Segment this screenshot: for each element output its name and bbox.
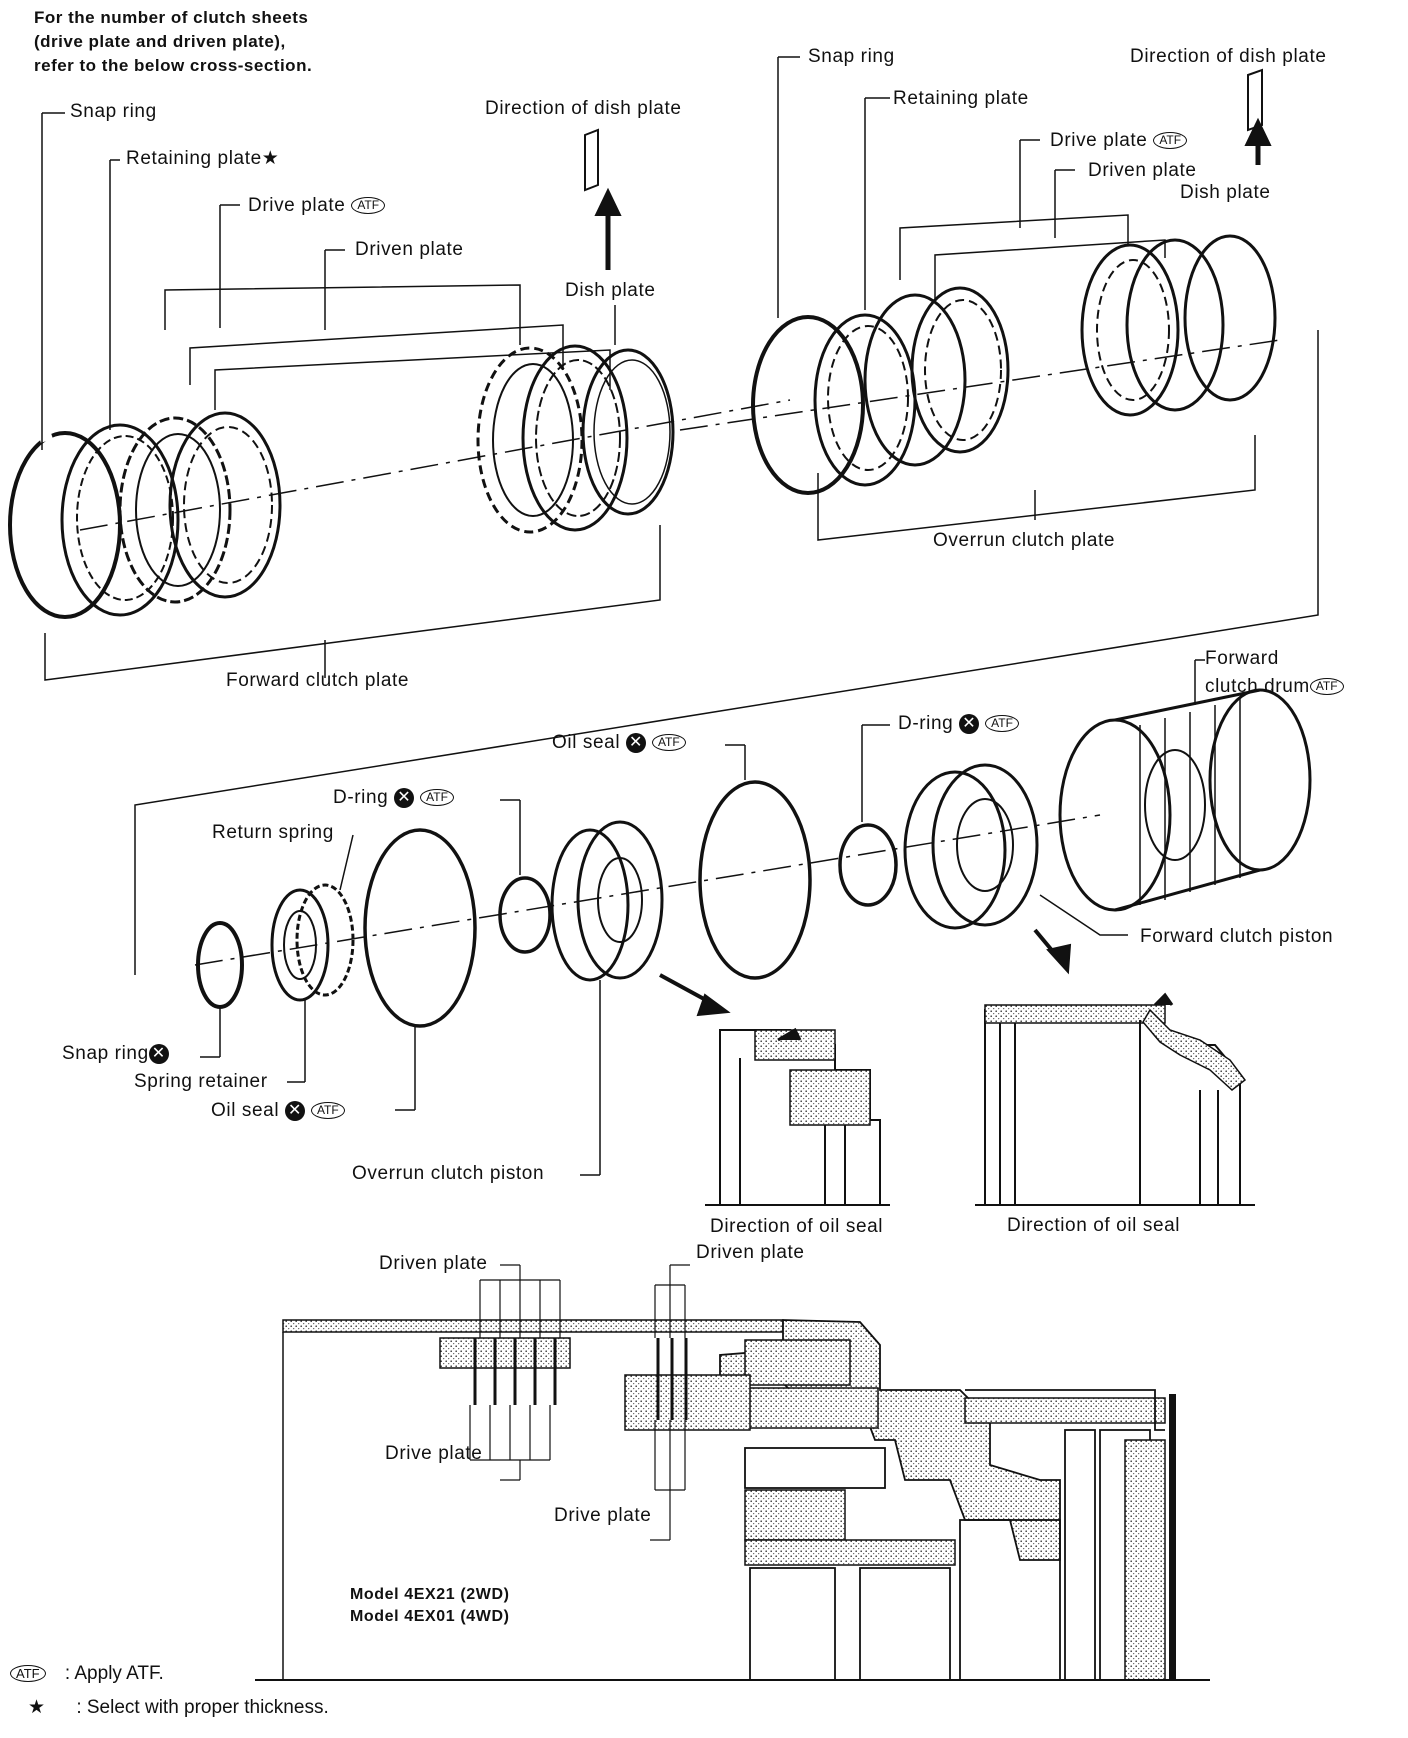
overrun-clutch-piston xyxy=(550,820,664,982)
oil-seal-top xyxy=(698,780,812,980)
label-snap-ring-left: Snap ring xyxy=(70,101,157,122)
note-line-1: For the number of clutch sheets xyxy=(34,8,309,27)
label-drive-plate-right-text: Drive plate xyxy=(1050,130,1148,151)
oil-seal-detail-1 xyxy=(705,1027,890,1206)
atf-icon: ATF xyxy=(1309,678,1344,696)
label-snap-ring-bottom-text: Snap ring xyxy=(62,1043,149,1064)
label-spring-retainer: Spring retainer xyxy=(134,1071,268,1092)
label-direction-dish-right: Direction of dish plate xyxy=(1130,46,1327,67)
label-drive-plate-right: Drive plate ATF xyxy=(1050,130,1188,152)
label-snap-ring-bottom: Snap ring✕ xyxy=(62,1043,169,1065)
oil-seal-detail-2 xyxy=(975,992,1255,1206)
atf-icon: ATF xyxy=(351,197,386,215)
legend-star: ★ : Select with proper thickness. xyxy=(28,1696,329,1719)
label-return-spring: Return spring xyxy=(212,822,334,843)
label-direction-oil-seal-2: Direction of oil seal xyxy=(1007,1215,1181,1236)
label-oil-seal-bottom-text: Oil seal xyxy=(211,1100,280,1121)
legend-star-text: : Select with proper thickness. xyxy=(76,1697,329,1718)
snap-ring-bottom xyxy=(196,921,244,1009)
label-d-ring-right: D-ring ✕ ATF xyxy=(898,713,1019,735)
forward-clutch-drum xyxy=(1058,688,1312,912)
atf-icon: ATF xyxy=(985,715,1019,733)
replace-icon: ✕ xyxy=(394,787,415,808)
note-line-2: (drive plate and driven plate), xyxy=(34,32,286,51)
label-direction-oil-seal-1: Direction of oil seal xyxy=(710,1216,884,1237)
d-ring-left xyxy=(498,876,552,954)
replace-icon: ✕ xyxy=(285,1100,306,1121)
label-drive-plate-cs1: Drive plate xyxy=(385,1443,483,1464)
label-d-ring-right-text: D-ring xyxy=(898,713,954,734)
label-snap-ring-right: Snap ring xyxy=(808,46,895,67)
forward-clutch-piston xyxy=(903,763,1039,930)
label-forward-clutch-drum-1: Forward xyxy=(1205,648,1279,669)
atf-icon: ATF xyxy=(420,789,454,807)
label-drive-plate-cs2: Drive plate xyxy=(554,1505,652,1526)
label-oil-seal-top-text: Oil seal xyxy=(552,732,621,753)
label-forward-clutch-plate: Forward clutch plate xyxy=(226,670,410,691)
label-model-2: Model 4EX01 (4WD) xyxy=(350,1608,510,1625)
note-line-3: refer to the below cross-section. xyxy=(34,56,313,75)
overrun-plates xyxy=(863,234,1277,467)
drive-plates-left xyxy=(118,411,282,604)
replace-icon: ✕ xyxy=(148,1043,169,1064)
atf-icon: ATF xyxy=(10,1665,46,1683)
snap-ring-right xyxy=(751,315,865,495)
label-forward-clutch-piston: Forward clutch piston xyxy=(1140,926,1334,947)
dish-direction-left xyxy=(584,128,622,345)
label-retaining-plate-left-text: Retaining plate xyxy=(126,148,262,169)
main-cross-section xyxy=(255,1264,1210,1681)
label-drive-plate-left: Drive plate ATF xyxy=(248,195,386,217)
label-overrun-clutch-piston: Overrun clutch piston xyxy=(352,1163,545,1184)
atf-icon: ATF xyxy=(651,734,686,752)
label-d-ring-left-text: D-ring xyxy=(333,787,389,808)
label-oil-seal-top: Oil seal ✕ ATF xyxy=(552,732,686,754)
label-drive-plate-left-text: Drive plate xyxy=(248,195,346,216)
label-dish-plate-left: Dish plate xyxy=(565,280,656,301)
label-driven-plate-cs1: Driven plate xyxy=(379,1253,488,1274)
atf-icon: ATF xyxy=(310,1102,345,1120)
label-direction-dish-left: Direction of dish plate xyxy=(485,98,682,119)
star-icon: ★ xyxy=(28,1697,46,1718)
dish-direction-right xyxy=(1244,68,1272,165)
label-overrun-clutch-plate: Overrun clutch plate xyxy=(933,530,1116,551)
label-dish-plate-right: Dish plate xyxy=(1180,182,1271,203)
replace-icon: ✕ xyxy=(626,732,647,753)
star-icon: ★ xyxy=(261,148,280,169)
label-retaining-plate-right: Retaining plate xyxy=(893,88,1029,109)
replace-icon: ✕ xyxy=(959,713,980,734)
label-driven-plate-right: Driven plate xyxy=(1088,160,1197,181)
legend-atf-text: : Apply ATF. xyxy=(64,1663,164,1684)
legend-atf: ATF : Apply ATF. xyxy=(10,1663,164,1685)
label-d-ring-left: D-ring ✕ ATF xyxy=(333,787,454,809)
clutch-sheets-note: For the number of clutch sheets (drive p… xyxy=(34,6,312,78)
retaining-plate-left xyxy=(60,423,180,617)
spring-retainer xyxy=(270,883,355,1002)
d-ring-right xyxy=(838,823,898,907)
label-driven-plate-left: Driven plate xyxy=(355,239,464,260)
label-driven-plate-cs2: Driven plate xyxy=(696,1242,805,1263)
label-forward-clutch-drum-2-text: clutch drum xyxy=(1205,676,1310,697)
label-oil-seal-bottom: Oil seal ✕ ATF xyxy=(211,1100,345,1122)
atf-icon: ATF xyxy=(1153,132,1188,150)
label-model-1: Model 4EX21 (2WD) xyxy=(350,1586,510,1603)
label-retaining-plate-left: Retaining plate★ xyxy=(126,147,279,170)
oil-seal-bottom xyxy=(363,828,477,1028)
